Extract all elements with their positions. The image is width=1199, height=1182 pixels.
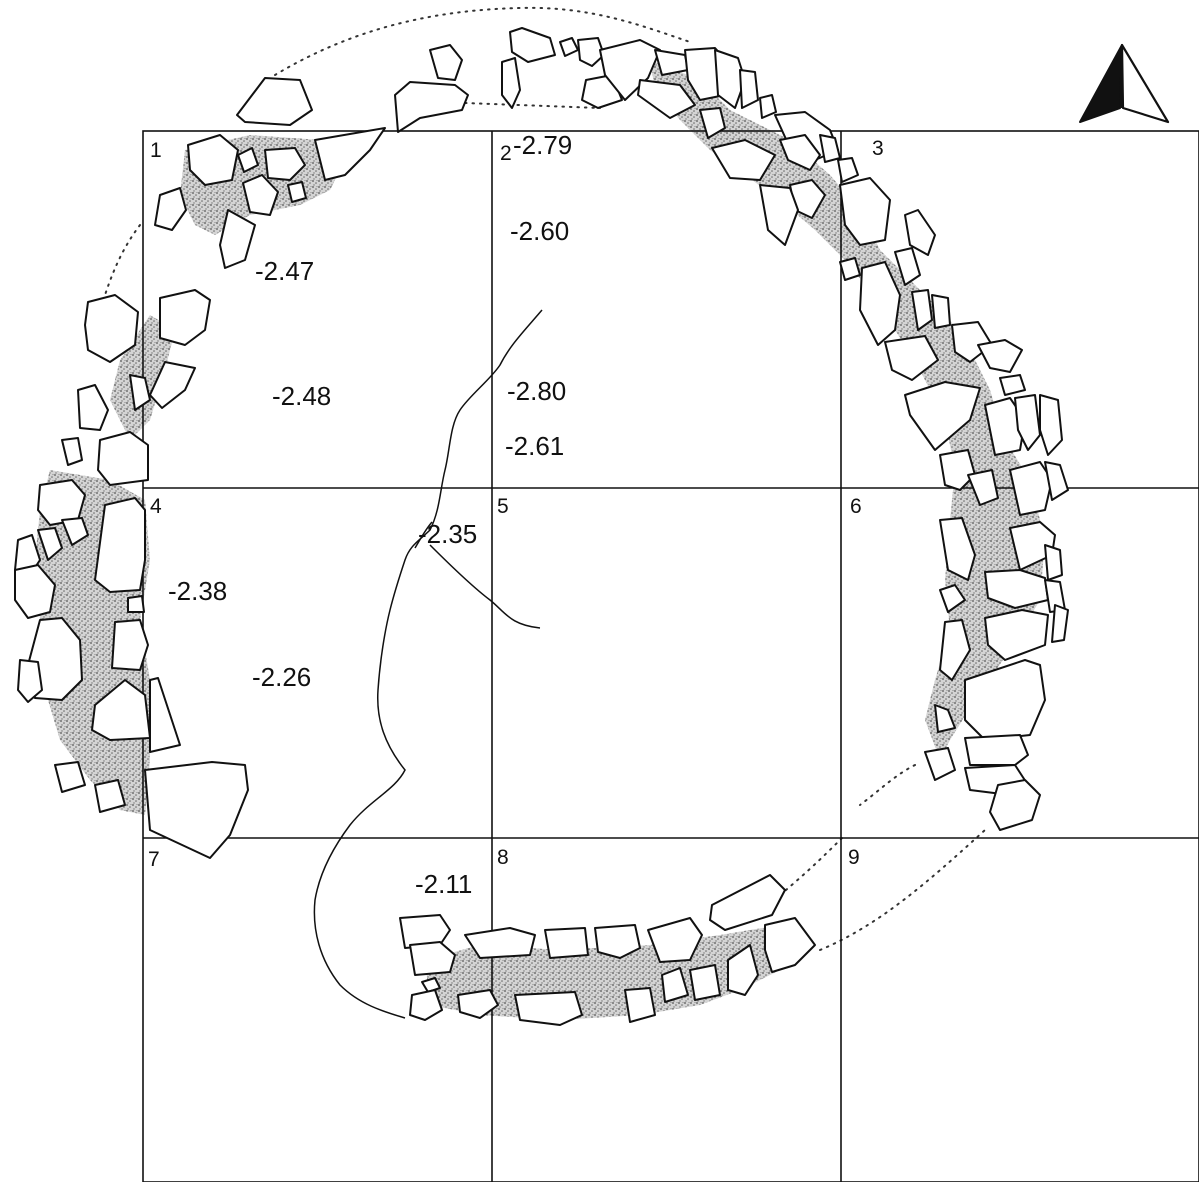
excavation-grid	[142, 130, 1199, 1182]
elevation-label: -2.38	[168, 576, 227, 606]
elevation-label: -2.60	[510, 216, 569, 246]
square-label: 6	[850, 495, 862, 518]
elevation-label: -2.11	[415, 869, 472, 899]
excavation-edge-line	[313, 309, 543, 1019]
square-label: 7	[148, 848, 160, 871]
elevation-labels: -2.79 -2.60 -2.47 -2.48 -2.80 -2.61 -2.3…	[168, 130, 572, 899]
elevation-label: -2.79	[513, 130, 572, 160]
square-label: 2	[500, 142, 512, 165]
elevation-label: -2.47	[255, 256, 314, 286]
elevation-label: -2.61	[505, 431, 564, 461]
north-arrow-icon	[1079, 43, 1170, 124]
stones	[14, 27, 1069, 1026]
square-label: 1	[150, 139, 162, 162]
elevation-label: -2.80	[507, 376, 566, 406]
grid-square-labels: 1 2 3 4 5 6 7 8 9	[148, 137, 884, 871]
elevation-label: -2.35	[418, 519, 477, 549]
elevation-label: -2.48	[272, 381, 331, 411]
square-label: 5	[497, 495, 509, 518]
wall-fill	[35, 60, 1045, 1020]
square-label: 3	[872, 137, 884, 160]
square-label: 4	[150, 495, 162, 518]
square-label: 8	[497, 846, 509, 869]
square-label: 9	[848, 846, 860, 869]
elevation-label: -2.26	[252, 662, 311, 692]
